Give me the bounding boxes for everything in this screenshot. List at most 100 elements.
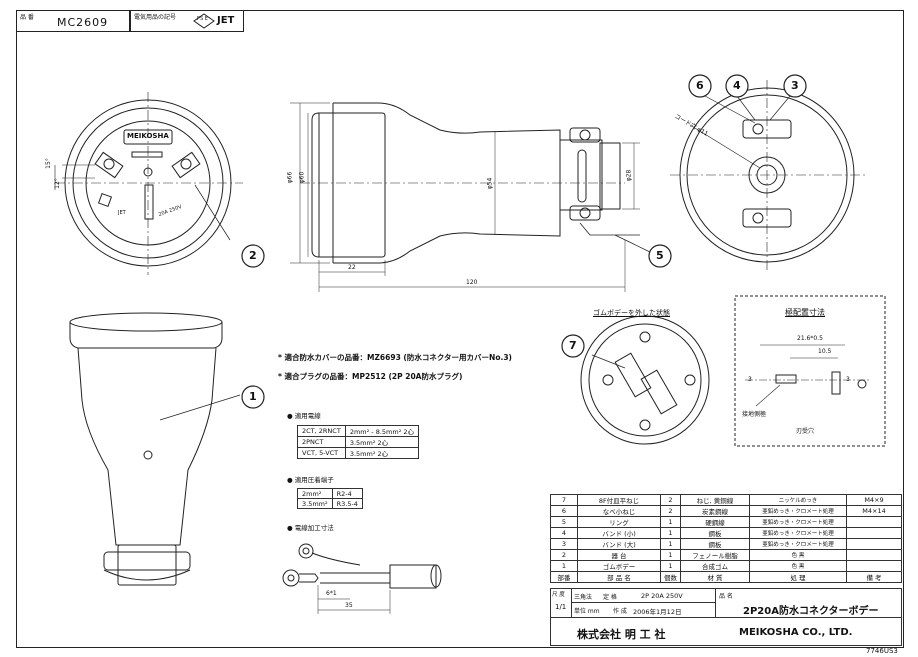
pole-dimension-view [734,295,886,447]
callout-4 [725,74,749,98]
table-cell: 2 [660,494,681,506]
table-cell [846,560,902,572]
date-value: 2006年1月12日 [633,608,682,616]
pole-dimension-title: 極配置寸法 [785,308,825,317]
table-cell: 6 [550,505,578,517]
table-cell: なべ小ねじ [577,505,661,517]
wire-table-title: ● 適用電線 [287,412,321,420]
rear-view [670,80,865,270]
table-cell: 3.5mm² 2心 [344,436,420,448]
table-cell: 亜鉛めっき・クロメート処理 [749,538,847,550]
table-cell: 色 黒 [749,549,847,561]
callout-2-label: 2 [249,249,257,262]
callouts [241,74,807,409]
table-cell: 2mm² [297,488,333,499]
date-label: 作 成 [613,608,627,615]
callout-5 [648,244,672,268]
product-name: 2P20A防水コネクターボデー [743,606,879,617]
front-dim-lower: 12° [53,178,61,189]
table-cell: 1 [550,560,578,572]
title-divider-v [715,589,716,617]
ps-e-diamond-icon [193,13,215,29]
pole-dim-a: 21.6*0.5 [797,335,823,342]
certification-box: 電気用品の記号 PS E JET [130,10,244,32]
ps-e-mark: PS E [197,16,208,22]
scale-value: 1/1 [555,603,567,611]
dim-dia-cable: φ28 [625,169,633,182]
terminal-table-title: ● 適用圧着端子 [287,476,334,484]
title-block: 尺 度 1/1 三角法 単位 mm 定 格 2P 20A 250V 作 成 20… [550,588,902,646]
table-cell: 硬鋼線 [680,516,750,528]
callout-5-label: 5 [656,249,664,262]
callout-6-label: 6 [696,79,704,92]
table-cell: 器 台 [577,549,661,561]
unit-label: 単位 mm [574,608,600,615]
table-cell: 鋼板 [680,538,750,550]
table-cell: M4×9 [846,494,902,506]
table-cell: 色 黒 [749,560,847,572]
callout-7 [561,334,585,358]
table-cell: R3.5-4 [331,498,363,509]
dim-dia-body: φ54 [486,177,494,190]
drawing-number: 7746US3 [866,647,898,655]
table-cell: M4×14 [846,505,902,517]
jet-mark: JET [217,15,235,26]
pole-dim-b: 10.5 [818,348,832,355]
callout-7-label: 7 [569,339,577,352]
table-cell: バンド (小) [577,527,661,539]
dim-dia-inner: φ60 [298,171,306,184]
dim-dia-outer: φ66 [286,171,294,184]
table-header-cell: 備 考 [846,571,902,583]
callout-3-label: 3 [791,79,799,92]
part-number: MC2609 [57,16,109,29]
table-cell: 1 [660,549,681,561]
part-number-box: 品 番 MC2609 [16,10,130,32]
table-cell: 2 [550,549,578,561]
table-cell: 炭素鋼線 [680,505,750,517]
product-name-label: 品 名 [719,593,733,600]
scale-cell: 尺 度 1/1 [551,589,572,617]
scale-label: 尺 度 [552,592,565,598]
table-cell: フェノール樹脂 [680,549,750,561]
wire-processing-title: ● 電線加工寸法 [287,524,334,532]
table-cell: 合成ゴム [680,560,750,572]
pole-dim-c: 3 [748,376,752,383]
title-divider-h [571,602,715,603]
table-cell: 2PNCT [297,436,346,448]
company-name-en: MEIKOSHA CO., LTD. [739,627,853,638]
company-name-jp: 株式会社 明 工 社 [577,628,666,641]
table-cell: バンド (大) [577,538,661,550]
table-cell [846,527,902,539]
callout-1-label: 1 [249,390,257,403]
table-cell: 亜鉛めっき・クロメート処理 [749,527,847,539]
table-cell [846,538,902,550]
drawing-frame [16,10,904,648]
table-cell: リング [577,516,661,528]
table-cell: 2mm² - 8.5mm² 2心 [344,425,420,437]
table-cell: 5 [550,516,578,528]
rating-value: 2P 20A 250V [641,592,683,600]
callout-3 [783,74,807,98]
table-cell: VCT, 5-VCT [297,447,346,459]
dim-len-flange: 22 [348,264,356,271]
table-cell: 亜鉛めっき・クロメート処理 [749,516,847,528]
table-cell: 1 [660,527,681,539]
table-cell: 3.5mm² [297,498,333,509]
table-header-cell: 材 質 [680,571,750,583]
table-header-cell: 部番 [550,571,578,583]
cover-note: * 適合防水カバーの品番：MZ6693 (防水コネクター用カバーNo.3) [278,353,512,362]
table-header-cell: 処 理 [749,571,847,583]
table-cell: ニッケルめっき [749,494,847,506]
table-cell: 7 [550,494,578,506]
callout-2 [241,244,265,268]
side-view [290,102,651,292]
